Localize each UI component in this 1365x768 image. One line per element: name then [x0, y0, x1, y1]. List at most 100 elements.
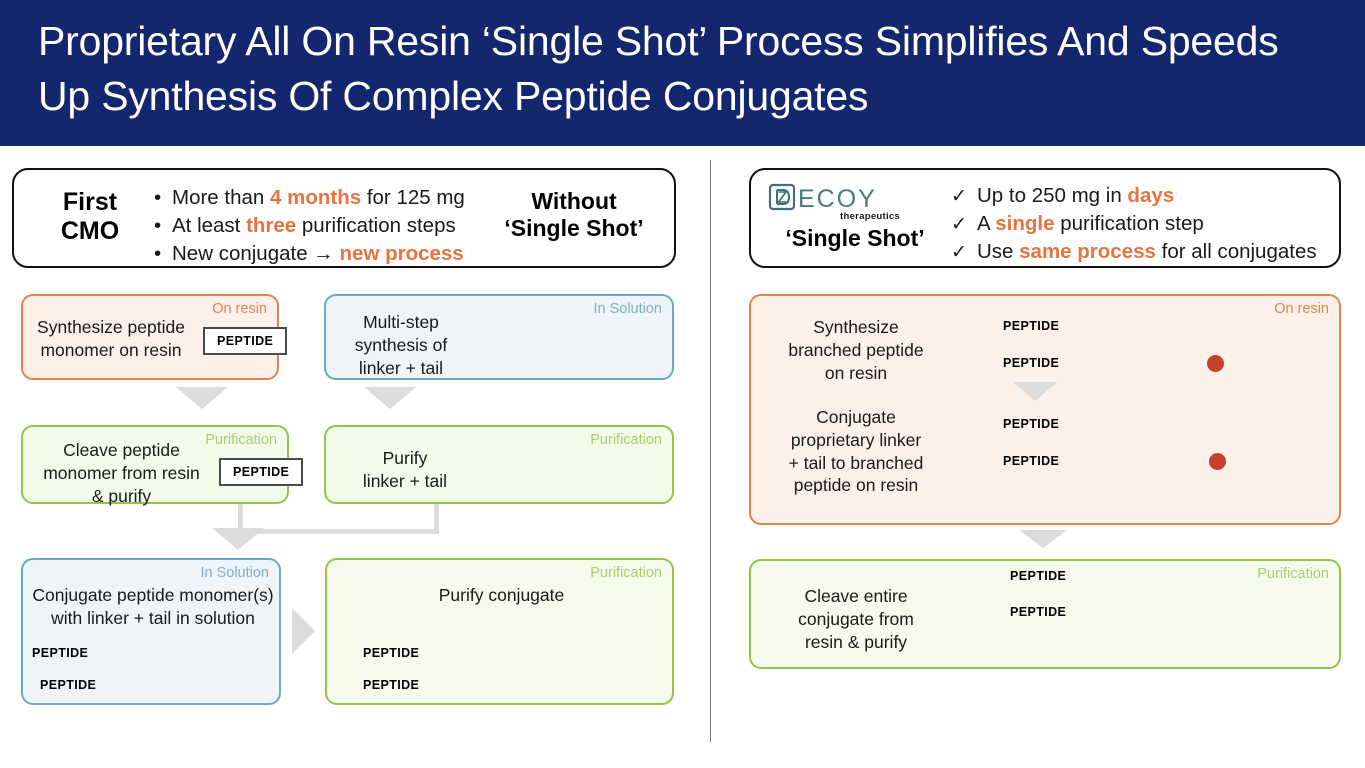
check-icon: ✓ — [951, 213, 967, 235]
flow-line: linker + tail — [358, 357, 444, 378]
page-title: Proprietary All On Resin ‘Single Shot’ P… — [38, 18, 1279, 119]
flow-line: peptide on resin — [793, 475, 919, 496]
flow-tag-purification: Purification — [205, 432, 277, 448]
bullet-marker-icon: • — [154, 241, 162, 265]
peptide-chip: PEPTIDE — [219, 458, 304, 486]
peptide-chip: PEPTIDE — [1010, 605, 1067, 619]
peptide-chip: PEPTIDE — [1003, 356, 1060, 370]
check-pre: Use — [977, 239, 1020, 263]
check-highlight: same process — [1019, 239, 1156, 263]
flow-tag-in-solution: In Solution — [593, 301, 662, 317]
flow-box-cleave-entire-conjugate: Purification Cleave entire conjugate fro… — [749, 559, 1341, 669]
summary-box-single-shot: ECOY therapeutics ‘Single Shot’ ✓ Up to 2… — [749, 168, 1341, 268]
flow-line: linker + tail — [362, 470, 448, 491]
flow-box-conjugate-in-solution: In Solution Conjugate peptide monomer(s)… — [21, 558, 281, 705]
bullet-highlight: new process — [339, 241, 464, 265]
check-pre: Up to 250 mg in — [977, 184, 1128, 207]
flow-line: monomer from resin — [43, 462, 200, 483]
peptide-chip: PEPTIDE — [203, 327, 288, 355]
check-item: ✓A single purification step — [951, 210, 1341, 238]
peptide-chip: PEPTIDE — [1003, 319, 1060, 333]
bullet-pre: More than — [172, 186, 270, 209]
decoy-therapeutics-logo: ECOY therapeutics — [768, 182, 943, 224]
check-item: ✓ Use same process for all conjugates — [951, 238, 1341, 266]
bullet-marker-icon: • — [154, 213, 162, 237]
peptide-chip: PEPTIDE — [363, 678, 420, 692]
flow-line: proprietary linker — [790, 429, 922, 450]
check-icon: ✓ — [951, 241, 967, 263]
flow-line: Cleave entire — [804, 586, 908, 606]
resin-bead-icon — [1209, 453, 1226, 470]
flow-box-purify-conjugate: Purification Purify conjugate PEPTIDE PE… — [325, 558, 674, 705]
check-pre: A — [977, 211, 996, 235]
bullet-marker-icon: • — [154, 186, 162, 209]
first-cmo-bullets: • More than 4 months for 125 mg •At least… — [154, 184, 484, 268]
flow-line: Multi-step — [363, 312, 439, 332]
flow-line: Synthesize — [813, 317, 899, 337]
flow-line: synthesis of — [354, 334, 448, 355]
arrow-down-icon — [1013, 382, 1057, 401]
arrow-down-icon — [176, 387, 228, 409]
summary-box-first-cmo: First CMO • More than 4 months for 125 mg… — [12, 168, 676, 268]
flow-tag-purification: Purification — [1257, 566, 1329, 582]
first-cmo-label: First CMO — [38, 188, 142, 246]
check-post: for all conjugates — [1155, 239, 1317, 263]
bullet-highlight: 4 months — [270, 186, 362, 209]
first-cmo-line1: First — [62, 188, 118, 216]
flow-line: on resin — [824, 362, 888, 383]
connector-segment — [434, 504, 439, 534]
without-line2: ‘Single Shot’ — [504, 214, 644, 241]
single-shot-bullets: ✓Up to 250 mg in days ✓A single purifica… — [951, 182, 1341, 266]
flow-line: with linker + tail in solution — [51, 607, 255, 628]
flow-tag-purification: Purification — [590, 432, 662, 448]
check-highlight: single — [995, 211, 1055, 235]
bullet-post: for 125 mg — [361, 186, 465, 209]
peptide-chip: PEPTIDE — [1003, 417, 1060, 431]
svg-text:ECOY: ECOY — [798, 185, 877, 213]
check-item: ✓ Up to 250 mg in days — [951, 182, 1341, 210]
resin-bead-icon — [1207, 355, 1224, 372]
bullet-item: •At least three purification steps — [154, 212, 484, 240]
flow-line: Conjugate — [816, 407, 896, 427]
title-banner: Proprietary All On Resin ‘Single Shot’ P… — [0, 0, 1365, 146]
without-line1: Without — [531, 188, 617, 214]
bullet-highlight: three — [246, 213, 297, 237]
center-divider — [710, 160, 711, 742]
flow-box-on-resin-synthesis-conjugation: On resin Synthesize branched peptide on … — [749, 294, 1341, 525]
flow-tag-on-resin: On resin — [1274, 301, 1329, 317]
flow-line: branched peptide — [788, 339, 924, 360]
flow-box-purify-linker-tail: Purification Purify linker + tail — [324, 425, 674, 504]
peptide-chip: PEPTIDE — [32, 646, 89, 660]
first-cmo-line2: CMO — [60, 217, 120, 245]
flow-line: Cleave peptide — [63, 440, 180, 460]
flow-line: Purify — [382, 448, 428, 468]
flow-line: Purify conjugate — [438, 585, 565, 605]
arrow-down-icon — [212, 528, 264, 550]
check-highlight: days — [1127, 184, 1175, 207]
flow-line: Conjugate peptide monomer(s) — [32, 585, 274, 605]
flow-box-cleave-peptide-monomer: Purification Cleave peptide monomer from… — [21, 425, 304, 506]
peptide-chip: PEPTIDE — [1003, 454, 1060, 468]
without-single-shot-label: Without ‘Single Shot’ — [484, 188, 664, 241]
arrow-down-icon — [364, 387, 416, 409]
flow-tag-on-resin: On resin — [212, 301, 267, 317]
connector-segment — [238, 504, 243, 534]
connector-segment — [238, 529, 439, 534]
flow-tag-purification: Purification — [590, 565, 662, 581]
flow-line: & purify — [91, 485, 152, 506]
flow-tag-in-solution: In Solution — [200, 565, 269, 581]
arrow-right-icon — [292, 608, 315, 654]
bullet-pre: New conjugate → — [172, 241, 340, 265]
peptide-chip: PEPTIDE — [40, 678, 97, 692]
flow-box-multistep-synthesis: In Solution Multi-step synthesis of link… — [324, 294, 674, 380]
check-icon: ✓ — [951, 186, 967, 207]
flow-line: resin & purify — [804, 631, 908, 652]
flow-line: Synthesize peptide — [37, 317, 185, 337]
single-shot-label: ‘Single Shot’ — [785, 225, 925, 251]
flow-box-synthesize-peptide-monomer: On resin Synthesize peptide monomer on r… — [21, 294, 288, 380]
flow-line: monomer on resin — [40, 339, 182, 360]
svg-text:therapeutics: therapeutics — [840, 211, 900, 222]
flow-line: + tail to branched — [788, 452, 924, 473]
peptide-chip: PEPTIDE — [1010, 569, 1067, 583]
